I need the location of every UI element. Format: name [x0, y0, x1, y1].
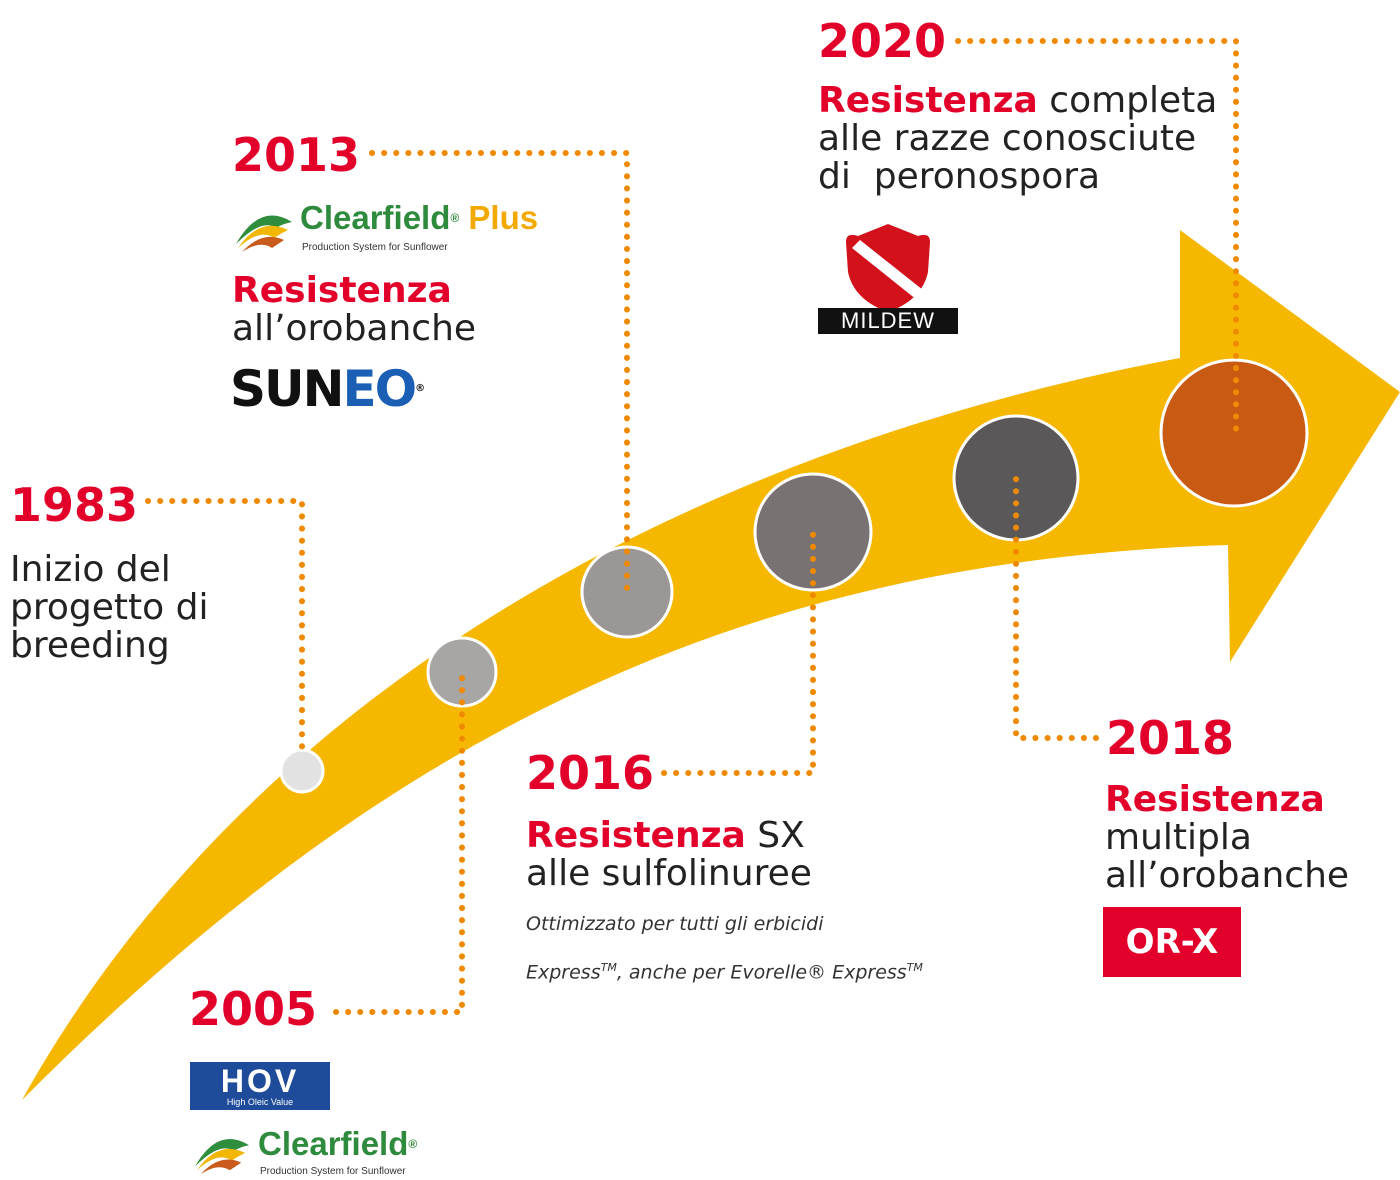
connector-2013 [369, 150, 630, 595]
connector-2016 [661, 525, 816, 776]
clearfield-name: Clearfield [258, 1125, 409, 1162]
year-2005: 2005 [189, 982, 318, 1036]
year-2016: 2016 [526, 746, 655, 800]
shield-icon [846, 224, 930, 312]
milestone-2016-line1: SX [757, 815, 805, 856]
connector-2005 [333, 671, 465, 1015]
milestone-2013-highlight: Resistenza [232, 270, 452, 311]
clearfield-plus-plus: Plus [468, 199, 539, 236]
year-2018: 2018 [1106, 711, 1235, 765]
milestone-2016-highlight: Resistenza [526, 815, 746, 856]
milestone-circle-2020 [1159, 358, 1309, 508]
milestone-2018-line: multipla [1105, 817, 1252, 858]
orx-badge: OR-X [1103, 907, 1241, 977]
connector-2018 [1013, 473, 1099, 741]
hov-logo-main: HOV [220, 1063, 300, 1099]
milestone-circle-2005 [426, 636, 498, 708]
milestone-2016-note-part: Express [526, 961, 601, 984]
hov-logo-sub: High Oleic Value [226, 1097, 294, 1107]
milestone-2018-highlight: Resistenza [1105, 779, 1325, 820]
mildew-label: MILDEW [818, 308, 958, 334]
sunflower-logo-icon [236, 215, 292, 252]
trademark-mark: TM [906, 961, 923, 974]
clearfield-logo: Clearfield® Production System for Sunflo… [190, 1124, 470, 1180]
connector-2020 [955, 38, 1239, 439]
year-1983: 1983 [10, 478, 139, 532]
milestone-circle-1983 [279, 748, 325, 794]
milestone-2016-note-line: Ottimizzato per tutti gli erbicidi [526, 913, 824, 935]
trademark-mark: TM [600, 961, 617, 974]
milestone-2016-note: Ottimizzato per tutti gli erbicidi Expre… [526, 902, 923, 994]
year-2013: 2013 [232, 128, 361, 182]
milestone-1983-line: Inizio del [10, 549, 171, 590]
milestone-1983-text: Inizio del progetto di breeding [10, 551, 208, 665]
milestone-1983-line: progetto di [10, 587, 209, 628]
clearfield-plus-logo: Clearfield® Plus Production System for S… [232, 198, 552, 262]
milestone-2016-text: Resistenza SX alle sulfolinuree [526, 817, 812, 893]
milestone-circle-2013 [580, 545, 674, 639]
milestone-2013-text: Resistenza all’orobanche [232, 272, 476, 348]
hov-logo: HOV High Oleic Value [190, 1062, 330, 1110]
milestone-2016-line2: alle sulfolinuree [526, 853, 812, 894]
year-2020: 2020 [818, 14, 947, 68]
milestone-2020-text: Resistenza completa alle razze conosciut… [818, 82, 1217, 196]
suneo-logo: SUNEO® [230, 360, 426, 418]
connector-1983 [145, 498, 305, 760]
sunflower-logo-icon [195, 1138, 249, 1175]
mildew-badge: MILDEW [818, 222, 958, 334]
milestone-2018-text: Resistenza multipla all’orobanche [1105, 781, 1349, 895]
milestone-2020-line1: completa [1049, 80, 1218, 121]
suneo-logo-part: SUN [230, 360, 344, 418]
milestone-2020-line: alle razze conosciute [818, 118, 1197, 159]
suneo-logo-part: EO [342, 360, 417, 418]
milestone-1983-line: breeding [10, 625, 170, 666]
milestone-2020-line: di peronospora [818, 156, 1101, 197]
milestone-2018-line: all’orobanche [1105, 855, 1350, 896]
milestone-2016-note-part: , anche per Evorelle® Express [616, 961, 907, 984]
clearfield-sub: Production System for Sunflower [260, 1166, 406, 1177]
clearfield-plus-name: Clearfield [300, 199, 451, 236]
clearfield-plus-sub: Production System for Sunflower [302, 242, 448, 253]
milestone-2013-rest: all’orobanche [232, 308, 477, 349]
milestone-2020-highlight: Resistenza [818, 80, 1038, 121]
